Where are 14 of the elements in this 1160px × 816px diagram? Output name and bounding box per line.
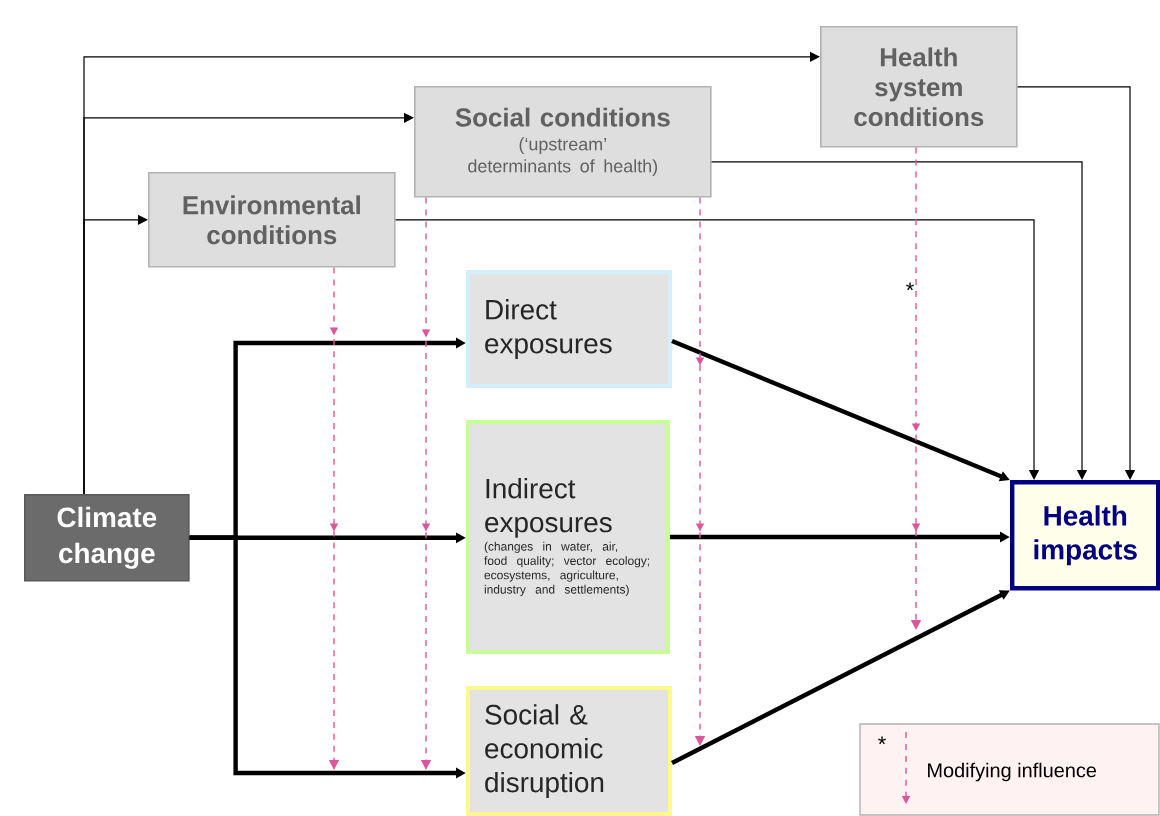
- impact-box: Health impacts: [1010, 480, 1160, 591]
- condition-box: Environmental conditions: [148, 172, 396, 268]
- arrow: [395, 219, 1040, 480]
- exposure-box: Social & economic disruption: [466, 686, 672, 816]
- arrow: [1017, 86, 1136, 480]
- condition-box: Social conditions (‘upstream’ determinants of health): [414, 86, 712, 198]
- arrow: [83, 214, 148, 495]
- asterisk: *: [878, 736, 886, 745]
- exposure-box: Direct exposures: [466, 270, 672, 388]
- arrow: [711, 161, 1088, 480]
- condition-box: Health system conditions: [820, 26, 1018, 148]
- climate-box: Climate change: [24, 494, 190, 582]
- legend-label: Modifying influence: [928, 762, 1097, 782]
- asterisk: *: [906, 282, 914, 291]
